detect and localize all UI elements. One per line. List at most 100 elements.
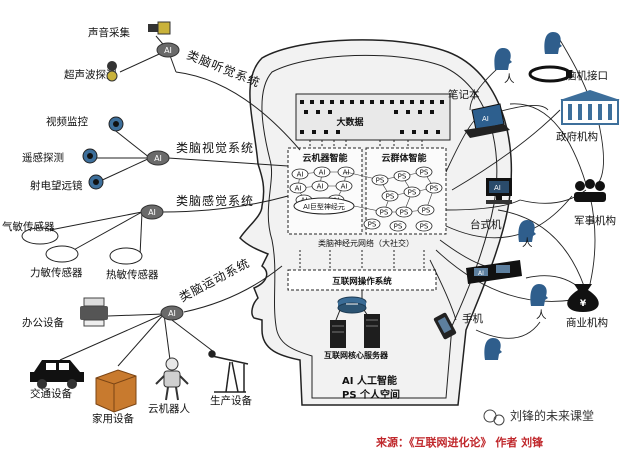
ai-hubs: AI AI AI AI [140,42,184,321]
ai-node: AI [313,166,331,178]
person-head-icon [494,48,512,70]
ai-core-label: AI巨型神经元 [303,202,345,211]
svg-text:AI: AI [494,184,501,192]
os-label: 互联网操作系统 [332,276,392,287]
gov-label: 政府机构 [556,130,598,143]
cloud-group-label: 云群体智能 [381,152,426,164]
system-sensory-label: 类脑感觉系统 [176,193,254,208]
svg-text:PS: PS [408,189,417,197]
satellite-dish-icon [82,148,98,164]
svg-text:AI: AI [319,169,326,177]
military-label: 军事机构 [574,214,616,227]
svg-text:PS: PS [420,169,429,177]
watermark-text: 刘锋的未来课堂 [510,408,594,423]
svg-text:AI: AI [168,309,176,318]
cloud-robot-box [287,147,363,235]
svg-text:AI: AI [148,208,156,217]
ai-hub-4: AI [160,305,184,321]
person-icons [484,32,562,360]
ai-hub-3: AI [140,204,164,220]
bci-label: 脑机接口 [566,69,608,82]
phone-label: 手机 [462,312,483,325]
ps-node: PS [381,190,399,202]
wechat-icon [483,409,505,426]
svg-text:AI: AI [478,270,484,277]
label-gas: 气敏传感器 [2,220,55,233]
ultrasonic-sensor-icon [106,61,118,82]
microphone-icon [148,21,171,35]
big-data-label: 大数据 [336,116,363,128]
svg-text:PS: PS [380,209,389,217]
printer-icon [80,297,108,327]
label-video: 视频监控 [46,115,88,128]
business-label: 商业机构 [566,316,608,329]
system-vision-label: 类脑视觉系统 [176,140,254,155]
neural-net-label: 类脑神经元网络（大社交） [318,238,414,248]
label-remote: 遥感探测 [22,151,64,164]
svg-text:PS: PS [394,223,403,231]
camera-icon [108,116,124,132]
desktop-label: 台式机 [470,218,502,231]
label-robot: 云机器人 [148,402,190,415]
label-office: 办公设备 [22,316,64,329]
svg-text:AI: AI [297,171,304,179]
laptop-icon: AI [464,103,510,138]
svg-text:PS: PS [420,223,429,231]
svg-text:PS: PS [430,185,439,193]
person-label-2: 人 [522,237,533,249]
robot-icon [155,357,189,401]
label-home: 家用设备 [92,412,134,425]
sensor-probes [21,227,143,265]
svg-text:AI: AI [164,46,172,55]
svg-text:PS: PS [422,207,431,215]
ps-node: PS [415,166,433,178]
svg-text:AI: AI [295,185,302,193]
appliance-box-icon [95,369,137,413]
military-group-icon [574,179,606,202]
ps-node: PS [403,186,421,198]
bigdata-connectors [309,140,423,148]
desktop-icon: AI [486,178,512,204]
label-force: 力敏传感器 [30,266,83,279]
ps-node: PS [389,220,407,232]
ai-node: AI [335,180,353,192]
ps-node: PS [375,206,393,218]
ps-node: PS [393,170,411,182]
ps-node: PS [415,220,433,232]
legend-ai: AI 人工智能 [342,374,397,387]
source-text: 来源：《互联网进化论》 作者 刘锋 [375,435,544,449]
legend-ps: PS 个人空间 [342,388,400,401]
label-heat: 热敏传感器 [106,268,159,281]
label-transport: 交通设备 [30,387,72,400]
bci-headband-icon [528,65,572,83]
ai-hub-2: AI [146,150,170,166]
svg-text:PS: PS [368,221,377,229]
ai-node: AI [289,182,307,194]
svg-text:PS: PS [376,177,385,185]
svg-text:AI: AI [341,183,348,191]
money-bag-icon: ¥ [567,284,599,312]
telescope-icon [88,174,104,190]
person-label-1: 人 [504,73,515,85]
phone-icon [433,312,457,340]
ps-node: PS [425,182,443,194]
ai-hub-1: AI [156,42,180,58]
svg-text:AI: AI [154,154,162,163]
left-branch-lines [39,35,301,367]
svg-text:PS: PS [398,173,407,181]
svg-text:PS: PS [400,209,409,217]
core-server-icon [330,290,380,348]
ai-node: AI [291,168,309,180]
ps-node: PS [371,174,389,186]
car-icon [30,360,84,389]
label-ultrasonic: 超声波探测 [64,68,117,81]
oil-pump-icon [208,350,249,393]
big-data-marks [300,100,444,134]
label-sound: 声音采集 [88,26,130,39]
core-server-label: 互联网核心服务器 [324,350,389,360]
vr-glasses-icon: AI [466,260,522,284]
svg-text:PS: PS [386,193,395,201]
head-inner-outline [261,54,498,399]
